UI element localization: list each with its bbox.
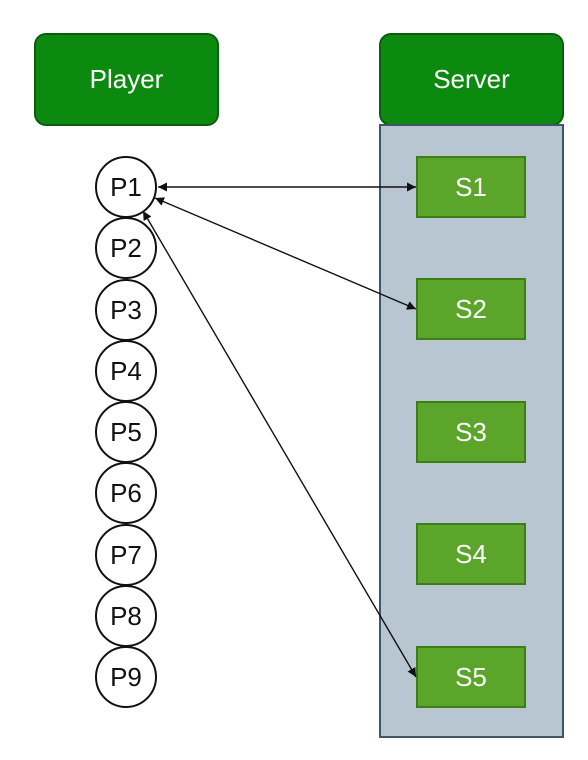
server-node-label: S2 — [455, 293, 487, 324]
player-node-label: P3 — [110, 294, 142, 325]
arrow-p1-s2 — [154, 197, 417, 310]
player-node-p6: P6 — [95, 462, 157, 524]
player-header-label: Player — [89, 64, 164, 94]
player-node-label: P5 — [110, 416, 142, 447]
player-node-p7: P7 — [95, 524, 157, 586]
arrow-p1-s5 — [142, 210, 417, 678]
server-node-label: S1 — [455, 171, 487, 202]
server-header-label: Server — [433, 64, 510, 94]
player-node-label: P2 — [110, 232, 142, 263]
player-node-p8: P8 — [95, 585, 157, 647]
player-node-label: P7 — [110, 539, 142, 570]
player-node-label: P4 — [110, 355, 142, 386]
server-header: Server — [379, 33, 564, 126]
player-node-label: P6 — [110, 477, 142, 508]
player-node-p5: P5 — [95, 401, 157, 463]
server-node-s2: S2 — [416, 278, 526, 340]
server-node-s1: S1 — [416, 156, 526, 218]
player-node-p9: P9 — [95, 646, 157, 708]
player-node-p1: P1 — [95, 156, 157, 218]
player-header: Player — [34, 33, 219, 126]
server-node-s3: S3 — [416, 401, 526, 463]
player-node-p4: P4 — [95, 340, 157, 402]
player-node-label: P9 — [110, 661, 142, 692]
server-node-s4: S4 — [416, 523, 526, 585]
player-node-label: P8 — [110, 600, 142, 631]
player-node-label: P1 — [110, 171, 142, 202]
server-node-label: S5 — [455, 661, 487, 692]
server-node-label: S3 — [455, 416, 487, 447]
server-node-s5: S5 — [416, 646, 526, 708]
server-node-label: S4 — [455, 538, 487, 569]
player-node-p3: P3 — [95, 279, 157, 341]
player-node-p2: P2 — [95, 217, 157, 279]
